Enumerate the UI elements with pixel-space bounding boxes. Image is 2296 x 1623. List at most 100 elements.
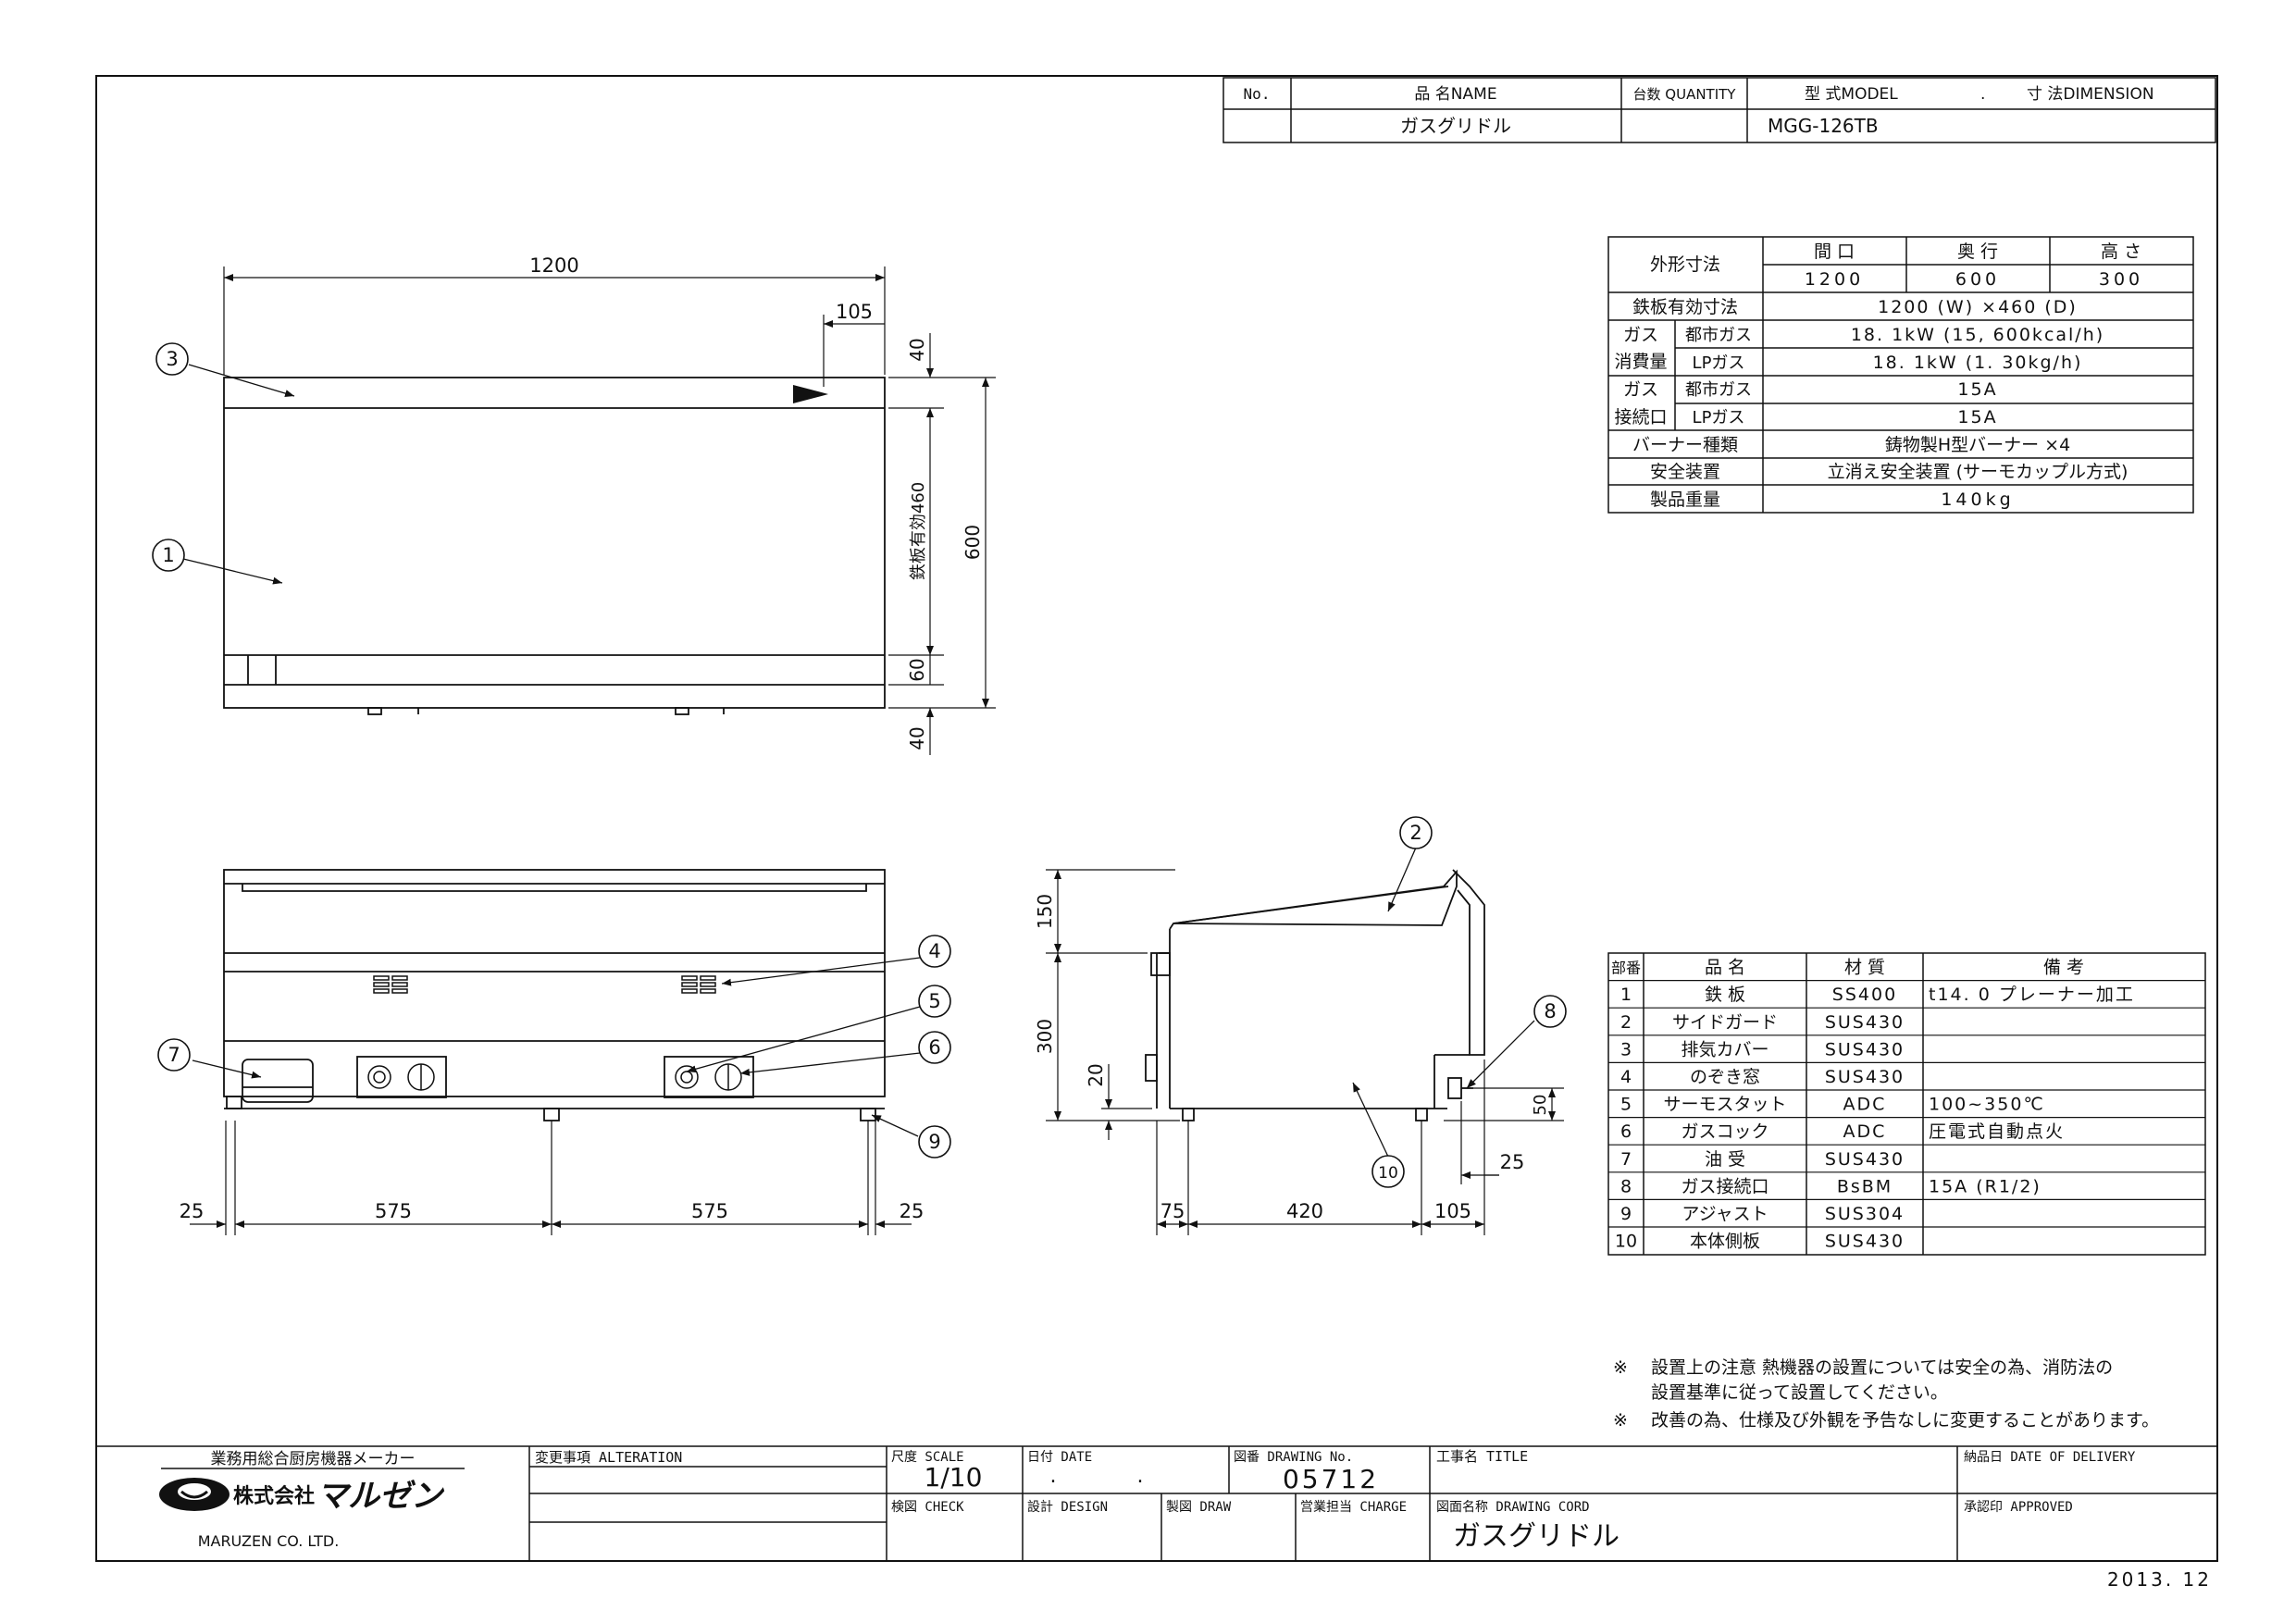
spec-weight-label: 製品重量 [1650,489,1720,510]
parts-cell-material: SUS430 [1825,1039,1905,1059]
spec-plate-value: 1200 (W) ×460 (D) [1878,297,2078,317]
dim-side-span: 420 [1286,1200,1323,1222]
note1-mark: ※ [1613,1357,1628,1378]
header-dim-label: 寸 法DIMENSION [2027,85,2154,104]
parts-cell-material: SUS430 [1825,1012,1905,1033]
parts-cell-name: サイドガード [1672,1012,1778,1033]
parts-cell-no: 3 [1620,1039,1632,1059]
header-table [1222,77,2216,143]
parts-cell-name: ガス接続口 [1681,1176,1769,1196]
thermostat-knob-icon [367,1065,699,1089]
parts-cell-note: 15A (R1/2) [1929,1176,2042,1196]
header-item-name: ガスグリドル [1400,115,1511,137]
spec-consumption-lp: 18. 1kW (1. 30kg/h) [1873,353,2083,373]
company-prefix: 株式会社 [233,1484,315,1508]
spec-lp-gas-1: LPガス [1693,353,1745,373]
parts-cell-name: 油 受 [1705,1149,1745,1170]
spec-outer-width: 1200 [1805,269,1864,290]
header-name-label: 品 名NAME [1414,85,1496,104]
spec-consumption-city: 18. 1kW (15, 600kcal/h) [1851,325,2104,345]
header-dot: . [1980,85,1985,104]
callout-circle [918,1125,951,1158]
issue-date: 2013. 12 [2107,1568,2212,1591]
note1-line1: 設置上の注意 熱機器の設置については安全の為、消防法の [1651,1357,2113,1378]
maker-label: 業務用総合厨房機器メーカー [211,1450,416,1468]
parts-cell-note: t14. 0 プレーナー加工 [1929,985,2135,1005]
design-label: 設計 DESIGN [1027,1500,1108,1515]
parts-cell-note: 圧電式自動点火 [1929,1121,2065,1142]
parts-cell-name: 鉄 板 [1705,985,1745,1005]
callout-circle [152,539,185,572]
spec-outer-depth: 600 [1955,269,2000,290]
parts-cell-no: 8 [1620,1176,1632,1196]
parts-cell-material: BsBM [1837,1176,1893,1196]
scale-label: 尺度 SCALE [891,1450,964,1465]
parts-table [1607,952,2206,1256]
callout-circle [918,1031,951,1064]
gas-cock-knob-icon [407,1063,742,1091]
top-view [223,377,886,715]
parts-cell-name: サーモスタット [1663,1095,1786,1115]
parts-cell-name: 本体側板 [1690,1232,1760,1252]
callout-circle [1533,995,1567,1028]
callout-circle [1371,1155,1405,1188]
spec-burner-label: バーナー種類 [1632,435,1738,455]
spec-outer-label: 外形寸法 [1650,254,1720,275]
sheet-border [95,75,2218,1562]
exhaust-arrow-icon [793,385,828,403]
callout-circle [1399,816,1433,849]
drawing-no-value: 05712 [1283,1464,1379,1494]
top-view-dimensions [223,266,996,755]
spec-weight-value: 140kg [1941,489,2014,510]
parts-cell-no: 4 [1620,1067,1632,1087]
header-qty-label: 台数 QUANTITY [1633,86,1737,103]
drawing-name-value: ガスグリドル [1453,1520,1620,1553]
title-block [96,1445,2217,1561]
parts-cell-note: 100~350℃ [1929,1095,2045,1115]
callout-circle [918,985,951,1018]
dim-side-conn: 50 [1531,1095,1550,1116]
spec-city-gas-1: 都市ガス [1685,326,1752,345]
note2-mark: ※ [1613,1410,1628,1431]
drawing-no-label: 図番 DRAWING No. [1234,1450,1353,1465]
note1-line2: 設置基準に従って設置してください。 [1651,1382,1948,1403]
draw-label: 製図 DRAW [1166,1500,1232,1515]
callout-number: 8 [1544,1000,1556,1022]
scale-value: 1/10 [925,1462,983,1493]
front-vents-left [373,975,408,994]
approved-label: 承認印 APPROVED [1964,1500,2073,1515]
dim-side-top: 150 [1034,894,1056,929]
parts-cell-no: 6 [1620,1121,1632,1142]
parts-header: 材 質 [1844,958,1885,978]
parts-cell-name: 排気カバー [1681,1039,1769,1059]
spec-plate-label: 鉄板有効寸法 [1632,297,1738,317]
company-logo-text: マルゼン [316,1478,445,1515]
parts-cell-material: SS400 [1832,985,1897,1005]
parts-cell-material: ADC [1843,1095,1887,1115]
parts-cell-name: のぞき窓 [1690,1067,1760,1087]
spec-safety-label: 安全装置 [1650,462,1720,482]
dim-exhaust-offset: 105 [836,301,873,323]
side-view-dimensions [1046,869,1564,1235]
callout-leaders [182,364,1535,1158]
spec-outer-height: 300 [2099,269,2143,290]
delivery-label: 納品日 DATE OF DELIVERY [1964,1450,2136,1465]
drawing-name-label: 図面名称 DRAWING CORD [1436,1500,1590,1515]
parts-cell-no: 7 [1620,1149,1632,1170]
dim-front-left: 25 [180,1200,205,1222]
side-view [1145,869,1485,1121]
callout-number: 10 [1378,1164,1398,1183]
dim-front-right: 25 [900,1200,925,1222]
date-label: 日付 DATE [1027,1450,1092,1465]
parts-cell-no: 2 [1620,1012,1632,1033]
parts-cell-material: SUS430 [1825,1232,1905,1252]
dim-side-height: 300 [1034,1019,1056,1054]
company-en: MARUZEN CO. LTD. [198,1532,340,1550]
callout-number: 2 [1409,822,1421,844]
dim-side-right: 105 [1434,1200,1471,1222]
callout-number: 3 [166,348,178,370]
front-view [223,869,886,1121]
spec-table [1607,236,2194,514]
date-value: . . [1050,1465,1181,1488]
parts-cell-material: SUS430 [1825,1067,1905,1087]
